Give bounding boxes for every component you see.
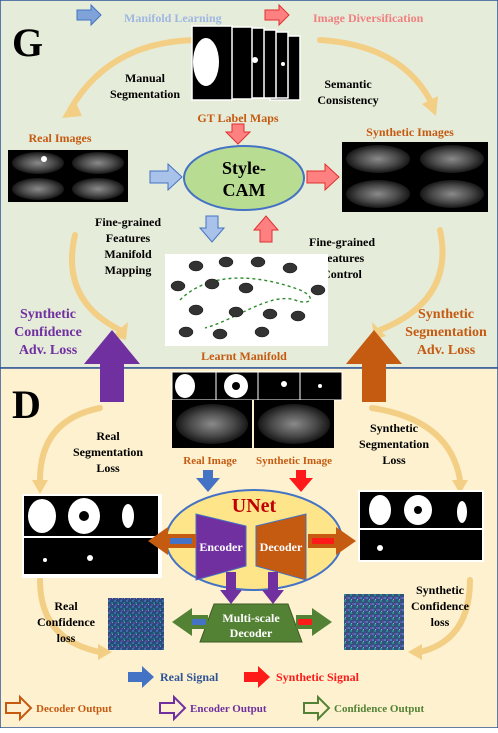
real-confidence-map [108,598,164,650]
msd-line1: Multi-scale [222,611,280,625]
synthetic-signal-legend-arrow [244,666,270,688]
real-ct-image [172,400,252,448]
panel-letter-g: G [12,20,43,65]
syn-conf-loss-line1: Synthetic [416,583,465,597]
gt-label-maps-label: GT Label Maps [197,111,278,125]
real-signal-legend-arrow [128,666,154,688]
stylecam-line1: Style- [222,158,266,178]
syn-seg-loss-line3: Loss [382,453,406,467]
legend-real-signal: Real Signal [160,670,219,684]
synthetic-images-grid [342,142,488,212]
real-conf-loss-line2: Confidence [37,615,96,629]
encoder-block [195,513,247,581]
top-label-masks [171,371,343,401]
syn-conf-loss-line2: Confidence [411,599,470,613]
syn-conf-adv-line3: Adv. Loss [19,343,78,358]
gt-label-maps-stack [191,25,301,101]
synthetic-image-label: Synthetic Image [256,455,332,467]
fg-mapping-line4: Mapping [105,263,152,277]
real-output-masks [22,494,162,578]
syn-seg-adv-up-arrow [346,330,402,402]
real-image-input-arrow [196,470,220,492]
real-conf-loss-line3: loss [57,631,76,645]
panel-letter-d: D [12,382,41,427]
legend-confidence-output: Confidence Output [334,703,424,715]
semantic-consistency-line2: Consistency [317,93,378,107]
legend-decoder-output: Decoder Output [36,703,112,715]
real-images-grid [8,150,128,202]
fg-mapping-line1: Fine-grained [95,215,161,229]
decoder-label: Decoder [260,540,303,554]
real-to-stylecam-arrow [149,162,183,192]
synthetic-images-label: Synthetic Images [366,125,454,139]
synthetic-output-masks [358,490,484,562]
unet-label: UNet [232,495,277,517]
decoder-output-legend-arrow [5,694,33,722]
syn-seg-loss-line1: Synthetic [370,421,419,435]
manual-seg-line1: Manual [125,71,166,85]
manifold-to-stylecam-arrow [252,215,280,243]
legend-manifold-learning: Manifold Learning [124,11,222,25]
syn-conf-adv-line2: Confidence [14,325,82,340]
legend-synthetic-signal: Synthetic Signal [276,670,360,684]
fg-mapping-line2: Features [106,231,151,245]
discriminator-flow-arrowheads [32,480,468,660]
synthetic-signal-strip-conf [298,619,312,625]
real-seg-loss-line3: Loss [96,461,120,475]
syn-conf-adv-line1: Synthetic [20,307,76,322]
real-signal-strip-left [170,538,192,544]
stylecam-node [183,145,305,211]
encoder-output-legend-arrow [159,694,187,722]
fg-control-line1: Fine-grained [309,235,375,249]
syn-conf-loss-line3: loss [431,615,450,629]
real-conf-loss-line1: Real [54,599,78,613]
encoder-output-arrow [220,572,242,604]
syn-seg-loss-line2: Segmentation [359,437,429,451]
gt-to-stylecam-arrow [224,123,252,145]
generator-flow-curves [67,37,446,333]
synthetic-confidence-map [344,594,404,650]
syn-seg-adv-line2: Segmentation [405,325,487,340]
legend-encoder-output: Encoder Output [190,703,267,715]
syn-seg-adv-line3: Adv. Loss [417,343,476,358]
synthetic-signal-strip-right [312,538,334,544]
stylecam-to-synthetic-arrow [306,162,340,192]
multiscale-decoder-block [199,603,303,643]
real-seg-loss-line2: Segmentation [73,445,143,459]
image-diversification-arrow [264,3,290,27]
real-seg-loss-line1: Real [96,429,120,443]
semantic-consistency-line1: Semantic [324,77,372,91]
decoder-to-msd-arrow [262,572,284,604]
synthetic-ct-image [254,400,334,448]
real-signal-strip-conf [192,619,206,625]
confidence-output-left-arrow [172,608,208,636]
manual-seg-line2: Segmentation [110,87,180,101]
syn-conf-adv-up-arrow [84,330,140,402]
real-image-label: Real Image [183,455,237,467]
fg-control-line2: Features [320,251,365,265]
learnt-manifold-image [165,254,328,346]
synthetic-image-input-arrow [289,470,313,492]
decoder-block [255,513,307,581]
fg-mapping-line3: Manifold [104,247,152,261]
legend-image-diversification: Image Diversification [313,11,424,25]
syn-seg-adv-line1: Synthetic [418,307,474,322]
msd-line2: Decoder [230,626,273,640]
stylecam-line2: CAM [223,180,266,200]
confidence-output-right-arrow [296,608,332,636]
encoder-label: Encoder [199,540,243,554]
stylecam-to-manifold-arrow [198,215,226,243]
confidence-output-legend-arrow [303,694,331,722]
fg-control-line3: Control [322,267,362,281]
manifold-learning-arrow [76,3,102,27]
discriminator-flow-curves [37,405,473,655]
learnt-manifold-label: Learnt Manifold [201,349,287,363]
real-images-label: Real Images [29,131,92,145]
